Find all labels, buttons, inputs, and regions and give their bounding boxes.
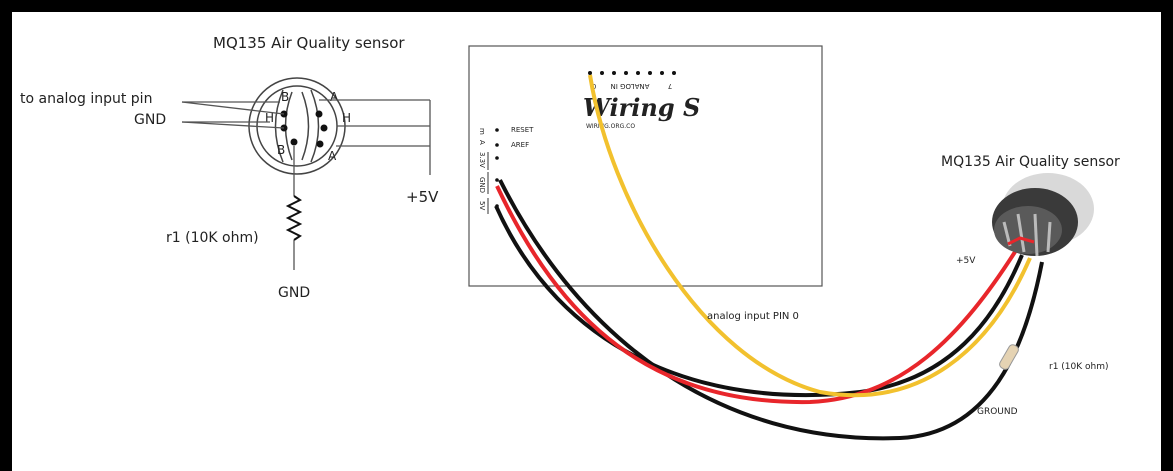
analog-pin — [636, 71, 640, 75]
lead-gnd — [181, 121, 285, 129]
sensor-leg — [1016, 213, 1026, 253]
label-gnd-bottom: GND — [278, 285, 310, 301]
wiring-site: WIRING.ORG.CO — [586, 123, 635, 130]
pin-5v-label: 5V — [478, 201, 486, 210]
pin-label-h-right: H — [342, 111, 351, 125]
pin-3v3 — [495, 156, 499, 160]
analog-first-label: 0 — [592, 82, 596, 90]
analog-header-label: ANALOG IN — [611, 82, 650, 90]
wire-gnd-outer — [494, 205, 1024, 397]
sensor-illustration: MQ135 Air Quality sensor — [941, 154, 1120, 257]
pin-a-top — [315, 110, 323, 118]
pin-gnd — [495, 178, 499, 182]
analog-pin — [600, 71, 604, 75]
board-outline — [468, 45, 823, 287]
pin-label-h-left: H — [265, 111, 274, 125]
power-jumper — [1007, 236, 1035, 246]
right-element-inner — [301, 91, 310, 161]
lead-analog — [181, 101, 285, 115]
analog-pin — [624, 71, 628, 75]
label-resistor-left: r1 (10K ohm) — [166, 230, 259, 246]
inline-resistor — [999, 344, 1019, 370]
pin-gnd-label: GND — [478, 177, 486, 193]
analog-pin — [588, 71, 592, 75]
pin-b-bottom — [290, 138, 298, 146]
pin-label-a-top: A — [330, 90, 339, 104]
analog-pin — [660, 71, 664, 75]
pin-3v3-label: 3.3V — [478, 152, 486, 168]
wires — [494, 74, 1044, 441]
wiring-diagram: MQ135 Air Quality sensor B H B A H A to … — [20, 34, 1120, 441]
pin-h-right — [320, 124, 328, 132]
sensor-base — [994, 206, 1062, 254]
sensor-title-right: MQ135 Air Quality sensor — [941, 154, 1120, 170]
pin-a-bottom — [316, 140, 324, 148]
label-analog-input-pin: to analog input pin — [20, 91, 152, 107]
left-element-outer — [274, 89, 284, 163]
analog-header-pins — [588, 71, 676, 75]
aref-label: AREF — [511, 141, 529, 149]
sensor-leg — [1033, 213, 1039, 257]
pin-a-label: A — [478, 140, 486, 145]
analog-pin — [672, 71, 676, 75]
label-plus5v-right: +5V — [956, 256, 976, 266]
wire-power — [495, 185, 1022, 405]
reset-pin — [495, 128, 499, 132]
label-resistor-right: r1 (10K ohm) — [1049, 362, 1109, 372]
label-ground: GROUND — [977, 407, 1018, 417]
pin-label-a-bottom: A — [328, 149, 337, 163]
wiring-board: 0 ANALOG IN 7 Wiring S WIRING.ORG.CO RES… — [468, 45, 823, 287]
analog-pin — [612, 71, 616, 75]
wiring-logo: Wiring S — [583, 93, 700, 122]
analog-last-label: 7 — [668, 82, 672, 90]
schematic-title: MQ135 Air Quality sensor — [213, 34, 405, 52]
label-analog-pin0: analog input PIN 0 — [707, 311, 799, 322]
wire-signal — [588, 74, 1032, 398]
schematic: MQ135 Air Quality sensor B H B A H A to … — [20, 34, 439, 301]
resistor-symbol — [285, 195, 303, 241]
pin-label-b-bottom: B — [277, 143, 285, 157]
sensor-leg — [1046, 221, 1052, 253]
pin-m-label: m — [478, 128, 486, 135]
diagram-panel: MQ135 Air Quality sensor B H B A H A to … — [12, 12, 1161, 471]
reset-label: RESET — [511, 126, 534, 134]
pin-label-b-top: B — [281, 90, 289, 104]
analog-pin — [648, 71, 652, 75]
right-element-outer — [310, 89, 320, 163]
label-gnd-left: GND — [134, 112, 166, 128]
aref-pin — [495, 143, 499, 147]
label-plus5v-left: +5V — [406, 188, 439, 206]
